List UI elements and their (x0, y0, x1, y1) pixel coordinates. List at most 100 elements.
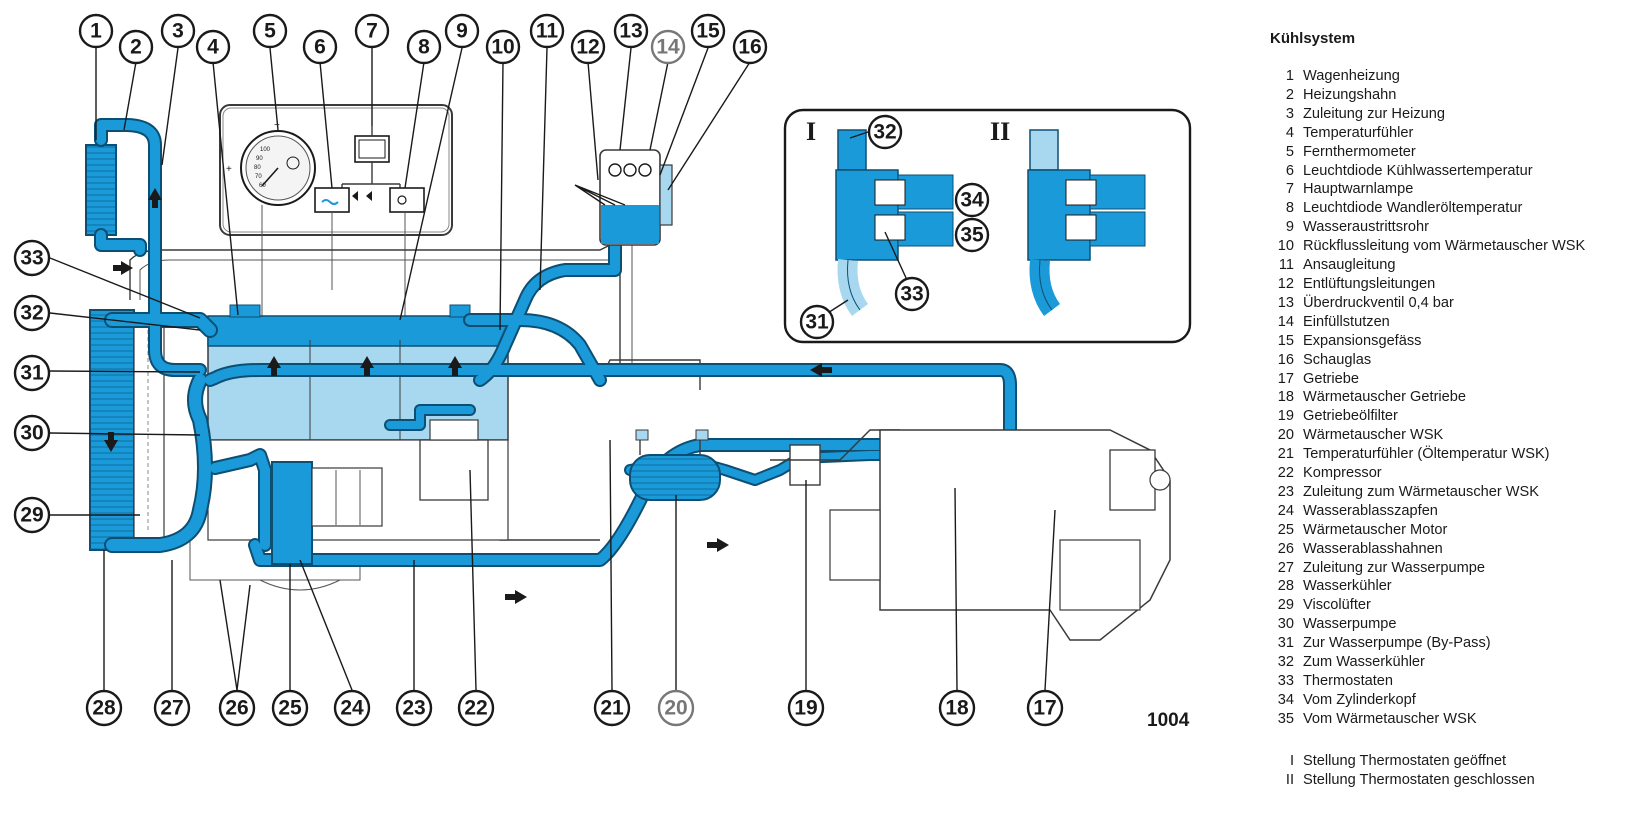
callout-4: 4 (195, 29, 231, 65)
callout-14: 14 (650, 29, 686, 65)
legend-item-label: Getriebeölfilter (1303, 408, 1398, 425)
legend-item-label: Zuleitung zum Wärmetauscher WSK (1303, 483, 1540, 500)
legend-item-label: Temperaturfühler (Öltemperatur WSK) (1303, 446, 1550, 463)
heater-core (85, 144, 117, 236)
legend-item-label: Wagenheizung (1303, 68, 1400, 84)
legend-item-label: Temperaturfühler (1303, 124, 1414, 141)
legend-item-number: 32 (1277, 654, 1294, 671)
remote-thermometer-gauge: 100 90 80 70 60 + − (226, 120, 316, 206)
legend-item-label: Vom Wärmetauscher WSK (1303, 710, 1477, 727)
legend-item-label: Schauglas (1303, 351, 1372, 368)
svg-text:26: 26 (225, 697, 248, 720)
svg-text:5: 5 (264, 20, 276, 43)
legend-item-label: Leuchtdiode Wandleröltemperatur (1303, 200, 1523, 217)
legend-item-number: 19 (1277, 408, 1294, 425)
legend-item-number: 27 (1277, 559, 1294, 576)
callout-23: 23 (395, 689, 433, 727)
legend-state-number: I (1289, 752, 1294, 769)
legend-state-number: II (1285, 771, 1294, 788)
callout-21: 21 (593, 689, 631, 727)
svg-text:28: 28 (92, 697, 116, 720)
legend-item-label: Wärmetauscher Motor (1303, 521, 1448, 538)
svg-text:9: 9 (456, 20, 468, 43)
legend-item-number: 6 (1285, 162, 1294, 179)
svg-text:27: 27 (160, 697, 183, 720)
svg-text:24: 24 (340, 697, 364, 720)
legend-item-label: Einfüllstutzen (1303, 313, 1390, 330)
legend-item-number: 31 (1277, 635, 1294, 652)
legend-item-number: 25 (1277, 521, 1294, 538)
legend-item-number: 29 (1277, 597, 1294, 614)
gauge-tick-100: 100 (260, 147, 271, 153)
legend-item: 25 Wärmetauscher Motor (1270, 521, 1620, 540)
svg-text:22: 22 (464, 697, 487, 720)
legend-item: 17 Getriebe (1270, 370, 1620, 389)
legend-item-number: 2 (1285, 86, 1294, 103)
callout-19: 19 (787, 689, 825, 727)
callout-28: 28 (85, 689, 123, 727)
callout-6: 6 (302, 29, 338, 65)
legend-state-label: Stellung Thermostaten geschlossen (1303, 771, 1535, 788)
legend-item-label: Wasseraustrittsrohr (1303, 219, 1429, 236)
legend-item-number: 16 (1277, 351, 1294, 368)
legend-item-number: 28 (1277, 578, 1294, 595)
legend-item-label: Zur Wasserpumpe (By-Pass) (1303, 635, 1491, 652)
thermostat-inset: I II (783, 108, 1192, 344)
legend-item-number: 34 (1277, 691, 1294, 708)
legend-item-label: Zuleitung zur Heizung (1303, 105, 1445, 122)
legend-item-number: 20 (1277, 427, 1294, 444)
svg-text:18: 18 (945, 697, 969, 720)
page-number: 1004 (1147, 710, 1190, 731)
legend-item-number: 17 (1277, 370, 1294, 387)
inset-callout-34: 34 (954, 182, 990, 218)
legend-item-label: Wärmetauscher Getriebe (1303, 389, 1467, 406)
svg-text:34: 34 (960, 189, 984, 212)
svg-text:17: 17 (1033, 697, 1056, 720)
svg-text:33: 33 (20, 247, 43, 270)
gauge-tick-60: 60 (259, 183, 266, 189)
callout-3: 3 (160, 13, 196, 49)
inset-label-closed: II (990, 117, 1010, 146)
callout-31: 31 (13, 354, 51, 392)
legend-item-label: Getriebe (1303, 370, 1359, 387)
callout-26: 26 (218, 689, 256, 727)
svg-text:21: 21 (600, 697, 624, 720)
legend-item-number: 23 (1277, 483, 1294, 500)
legend-item-number: 30 (1277, 616, 1294, 633)
svg-text:16: 16 (738, 36, 761, 59)
legend-item-number: 21 (1277, 446, 1294, 463)
legend-item-label: Fernthermometer (1303, 143, 1416, 160)
svg-text:12: 12 (576, 36, 599, 59)
legend-item: 27 Zuleitung zur Wasserpumpe (1270, 559, 1620, 578)
legend-item-number: 13 (1277, 294, 1294, 311)
svg-text:35: 35 (960, 224, 984, 247)
svg-text:7: 7 (366, 20, 378, 43)
gauge-tick-80: 80 (254, 165, 261, 171)
svg-text:10: 10 (491, 36, 514, 59)
svg-text:4: 4 (207, 36, 219, 59)
svg-text:13: 13 (619, 20, 642, 43)
compressor (419, 419, 489, 501)
legend-item-label: Zuleitung zur Wasserpumpe (1303, 559, 1485, 576)
svg-text:2: 2 (130, 36, 142, 59)
legend-item-label: Kompressor (1303, 465, 1382, 482)
legend-item-number: 1 (1285, 68, 1294, 84)
legend-item: 31 Zur Wasserpumpe (By-Pass) (1270, 634, 1620, 653)
legend-item-label: Wasserkühler (1303, 578, 1392, 595)
svg-text:23: 23 (402, 697, 425, 720)
svg-text:14: 14 (656, 36, 680, 59)
legend-item-label: Viscolüfter (1303, 597, 1371, 614)
svg-text:15: 15 (696, 20, 720, 43)
callout-15: 15 (690, 13, 726, 49)
legend-item-label: Entlüftungsleitungen (1303, 275, 1436, 292)
inset-callout-35: 35 (954, 217, 990, 253)
